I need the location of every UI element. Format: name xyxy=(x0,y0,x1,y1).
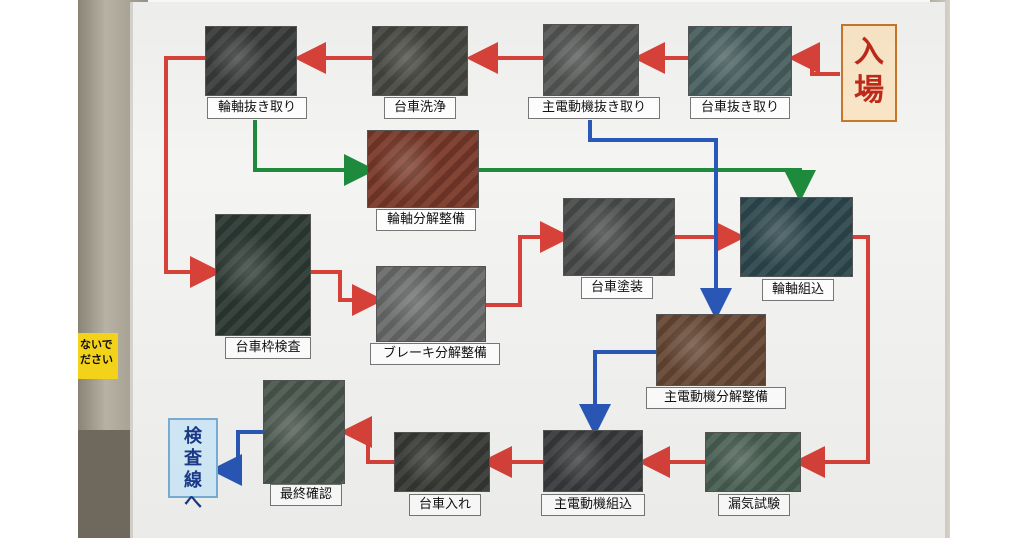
photo-bogie-wash xyxy=(372,26,468,96)
label-bogie-painting: 台車塗装 xyxy=(581,277,653,299)
photo-bogie-removal xyxy=(688,26,792,96)
photo-wheelset-assembly xyxy=(740,197,853,277)
yellow-warning-sign: ないで ださい xyxy=(78,333,118,379)
photo-wheelset-removal xyxy=(205,26,297,96)
background-floor xyxy=(78,430,138,538)
label-motor-assembly: 主電動機組込 xyxy=(541,494,645,516)
label-wheelset-assembly: 輪軸組込 xyxy=(762,279,834,301)
label-final-check: 最終確認 xyxy=(270,484,342,506)
label-brake-overhaul: ブレーキ分解整備 xyxy=(370,343,500,365)
label-bogie-wash: 台車洗浄 xyxy=(384,97,456,119)
label-wheelset-overhaul: 輪軸分解整備 xyxy=(376,209,476,231)
photo-brake-overhaul xyxy=(376,266,486,342)
label-frame-inspection: 台車枠検査 xyxy=(225,337,311,359)
photo-wheelset-overhaul xyxy=(367,130,479,208)
label-leak-test: 漏気試験 xyxy=(718,494,790,516)
photo-frame-inspection xyxy=(215,214,311,336)
photo-motor-assembly xyxy=(543,430,643,492)
photo-leak-test xyxy=(705,432,801,492)
photo-final-check xyxy=(263,380,345,484)
photo-motor-removal xyxy=(543,24,639,96)
label-motor-removal: 主電動機抜き取り xyxy=(528,97,660,119)
label-motor-overhaul: 主電動機分解整備 xyxy=(646,387,786,409)
photo-bogie-insert xyxy=(394,432,490,492)
exit-sign: 検 査 線 へ xyxy=(168,418,218,513)
photo-motor-overhaul xyxy=(656,314,766,386)
photo-bogie-painting xyxy=(563,198,675,276)
entry-sign: 入 場 xyxy=(841,24,897,122)
label-wheelset-removal: 輪軸抜き取り xyxy=(207,97,307,119)
label-bogie-insert: 台車入れ xyxy=(409,494,481,516)
label-bogie-removal: 台車抜き取り xyxy=(690,97,790,119)
